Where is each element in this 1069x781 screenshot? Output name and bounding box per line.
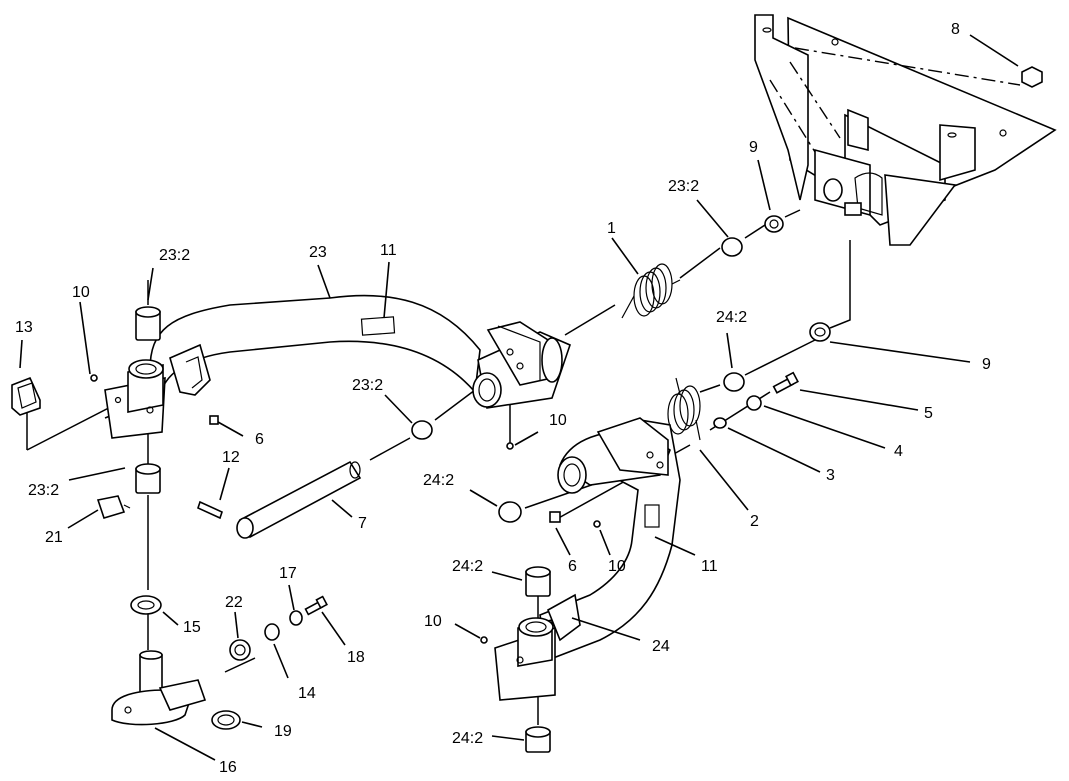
washer-22-hole — [234, 644, 246, 656]
callout-10-arm: 10 — [549, 412, 567, 429]
callout-8: 8 — [951, 21, 960, 38]
washer-9-lower — [809, 322, 831, 342]
callout-24-2-upper: 24:2 — [716, 309, 747, 326]
callout-23: 23 — [309, 244, 327, 261]
nut-6-left — [209, 415, 219, 425]
thrust-washer-15-hole — [137, 600, 155, 610]
callout-6-left: 6 — [255, 431, 264, 448]
callout-3: 3 — [826, 467, 835, 484]
washer-9-upper — [764, 215, 784, 233]
callout-16: 16 — [219, 759, 237, 776]
callout-23-2-upper: 23:2 — [668, 178, 699, 195]
arm-assembly-24 — [494, 417, 681, 701]
bushing-24-left — [498, 501, 522, 523]
callout-23-2-top-left: 23:2 — [159, 247, 190, 264]
callout-10-left: 10 — [72, 284, 90, 301]
callout-5: 5 — [924, 405, 933, 422]
hex-nut — [1021, 66, 1043, 88]
callout-1: 1 — [607, 220, 616, 237]
bushing-24-top-rim — [525, 566, 551, 578]
bushing-top-left-rim — [135, 306, 161, 318]
grease-fitting-10-lower — [480, 636, 488, 644]
callout-11-lower: 11 — [701, 558, 718, 575]
spacer-3 — [713, 417, 727, 429]
thrust-washer-15 — [130, 595, 162, 615]
pivot-pin-7 — [236, 460, 362, 539]
callout-14: 14 — [298, 685, 316, 702]
clip-21 — [96, 495, 131, 519]
torsion-spring-2 — [667, 377, 701, 441]
callout-10-right: 10 — [608, 558, 626, 575]
washer-9-lower-hole — [814, 327, 826, 337]
callout-24-2-bottom: 24:2 — [452, 730, 483, 747]
callout-18: 18 — [347, 649, 365, 666]
grease-fitting-10-arm — [506, 442, 514, 450]
bushing-24-upper — [723, 372, 745, 392]
callout-4: 4 — [894, 443, 903, 460]
callout-24-2-mid: 24:2 — [452, 558, 483, 575]
bolt-5 — [772, 371, 799, 394]
bushing-bottom-left-rim — [135, 463, 161, 475]
mounting-bracket — [754, 14, 1057, 246]
callout-24-2-left: 24:2 — [423, 472, 454, 489]
callout-24: 24 — [652, 638, 670, 655]
callout-9-lower: 9 — [982, 356, 991, 373]
bushing-arm-center — [411, 420, 433, 440]
callout-2: 2 — [750, 513, 759, 530]
callout-19: 19 — [274, 723, 292, 740]
torsion-spring-1 — [621, 263, 681, 319]
leader-lines — [19, 34, 1019, 761]
callout-12: 12 — [222, 449, 240, 466]
callout-7: 7 — [358, 515, 367, 532]
caster-fork-16 — [111, 650, 207, 726]
callout-22: 22 — [225, 594, 243, 611]
washer-14 — [264, 623, 280, 641]
bushing-upper — [721, 237, 743, 257]
roll-pin-12 — [197, 500, 223, 520]
grease-fitting-10-right — [593, 520, 601, 528]
arm-assembly-23 — [104, 294, 571, 439]
latch-13 — [11, 376, 41, 416]
washer-17 — [289, 610, 303, 626]
callout-15: 15 — [183, 619, 201, 636]
callout-11-upper: 11 — [380, 242, 397, 259]
washer-22 — [229, 639, 251, 661]
callout-23-2-lower-left: 23:2 — [28, 482, 59, 499]
bushing-24-bottom-rim — [525, 726, 551, 738]
grease-fitting-10-left — [90, 374, 98, 382]
clip-ring-19 — [211, 710, 241, 730]
nut-6-right — [549, 511, 561, 523]
callout-23-2-center: 23:2 — [352, 377, 383, 394]
washer-4 — [746, 395, 762, 411]
callout-9-upper: 9 — [749, 139, 758, 156]
callout-21: 21 — [45, 529, 63, 546]
callout-6-right: 6 — [568, 558, 577, 575]
callout-17: 17 — [279, 565, 297, 582]
callout-13: 13 — [15, 319, 33, 336]
washer-9-upper-hole — [769, 219, 779, 229]
callout-10-lower: 10 — [424, 613, 442, 630]
bolt-18 — [304, 595, 328, 616]
callout-labels: 8 9 23:2 1 23 11 23:2 10 13 24:2 9 23:2 … — [15, 21, 991, 776]
clip-ring-19-inner — [217, 714, 235, 726]
